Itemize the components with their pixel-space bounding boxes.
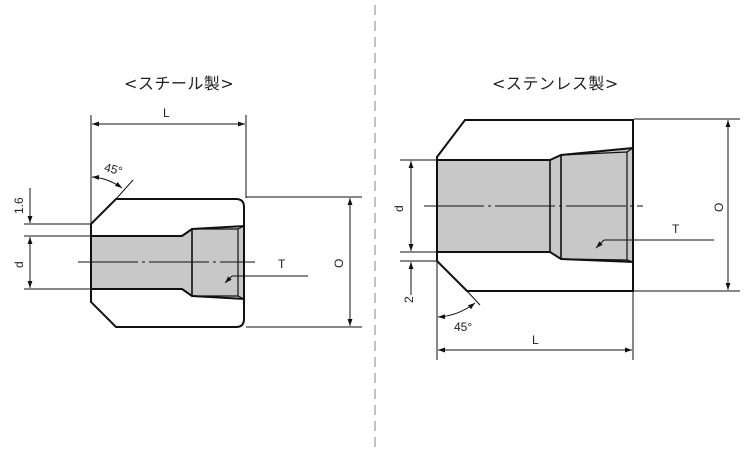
stainless-length-label: L [532, 333, 539, 347]
stainless-thread-label: T [672, 222, 680, 236]
steel-angle-label: 45° [103, 160, 124, 178]
stainless-drawing: d 2 45° L T O [392, 118, 740, 360]
steel-bore-label: d [12, 261, 26, 268]
steel-title: <スチール製> [124, 74, 235, 93]
stainless-bore-label: d [392, 205, 406, 212]
stainless-title: <ステンレス製> [492, 74, 619, 93]
steel-thread-label: T [278, 257, 286, 271]
stainless-chamfer-label: 2 [402, 296, 416, 303]
stainless-bore [436, 146, 634, 264]
steel-chamfer-label: 1.6 [12, 197, 26, 214]
steel-drawing: L 45° 1.6 d T O [12, 106, 362, 328]
steel-outer-label: O [332, 259, 346, 268]
stainless-angle-label: 45° [454, 320, 472, 334]
steel-length-label: L [163, 106, 170, 120]
stainless-outer-label: O [712, 203, 726, 212]
